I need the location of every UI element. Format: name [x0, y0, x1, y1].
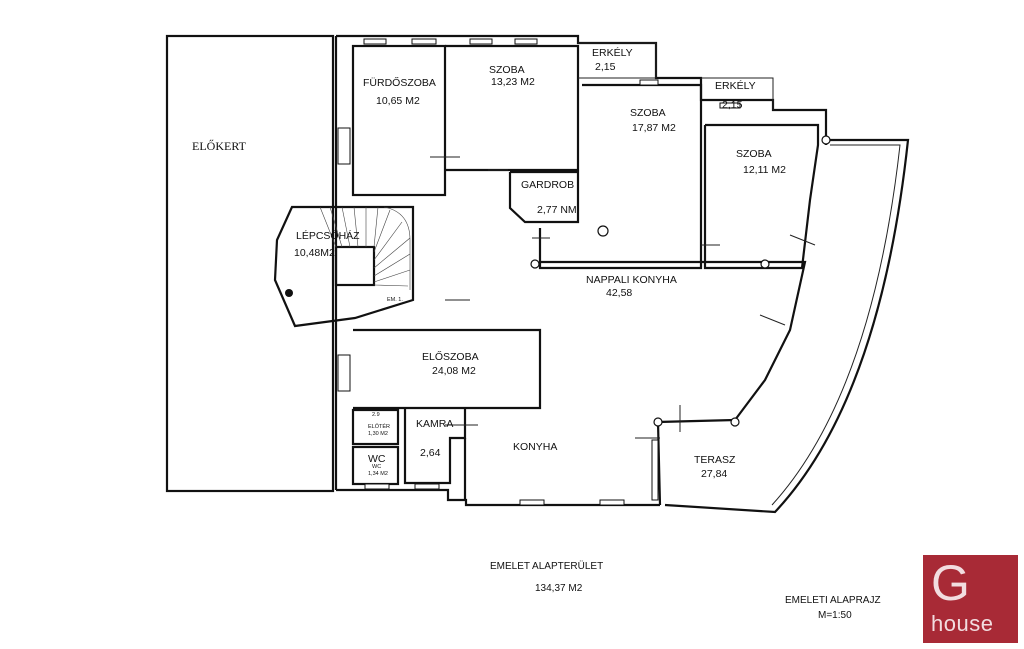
balcony2-outline — [701, 77, 774, 110]
area-room3: 12,11 M2 — [743, 164, 786, 176]
pantry-walls — [403, 408, 467, 485]
label-front-garden: ELŐKERT — [192, 139, 247, 153]
label-hall: ELŐSZOBA — [422, 349, 479, 363]
area-bathroom: 10,65 M2 — [376, 95, 420, 107]
staircase-outline — [273, 205, 415, 328]
area-wc: 1,34 M2 — [368, 471, 388, 477]
outer-wall-bottom — [336, 488, 660, 507]
label-room2: SZOBA — [630, 107, 666, 119]
area-room2: 17,87 M2 — [632, 122, 676, 134]
terrace-arc — [664, 138, 910, 514]
label-terrace: TERASZ — [694, 454, 736, 466]
door-marks — [430, 156, 816, 439]
label-living-kitchen: NAPPALI KONYHA — [586, 274, 677, 286]
living-room-walls — [540, 260, 807, 421]
label-anteroom-number: 2.9 — [372, 412, 380, 418]
area-staircase: 10,48M2 — [294, 247, 335, 259]
area-pantry: 2,64 — [420, 447, 441, 459]
g-house-logo[interactable]: G house — [923, 555, 1018, 643]
room1-walls — [445, 44, 580, 172]
logo-letter: G — [931, 555, 970, 611]
label-anteroom: ELŐTÉR — [368, 423, 390, 430]
logo-word: house — [931, 611, 994, 636]
label-room3: SZOBA — [736, 148, 772, 160]
anteroom-walls — [351, 408, 400, 446]
label-wc: WC — [368, 453, 386, 465]
area-terrace: 27,84 — [701, 468, 727, 480]
area-room1: 13,23 M2 — [491, 76, 535, 88]
stair-treads — [319, 206, 411, 290]
area-living-kitchen: 42,58 — [606, 287, 632, 299]
label-pantry: KAMRA — [416, 418, 453, 430]
area-balcony2: 2,15 — [722, 99, 743, 111]
hall-walls — [353, 328, 542, 410]
window-marks — [337, 38, 741, 506]
label-wc-sub: WC — [372, 464, 381, 470]
balcony1-outline — [578, 42, 657, 79]
label-kitchen: KONYHA — [513, 441, 557, 453]
label-staircase: LÉPCSŐHÁZ — [296, 228, 360, 242]
area-anteroom: 1,30 M2 — [368, 431, 388, 437]
plan-scale: M=1:50 — [818, 610, 852, 621]
label-room1: SZOBA — [489, 64, 525, 76]
area-hall: 24,08 M2 — [432, 365, 476, 377]
floor-area-value: 134,37 M2 — [535, 583, 583, 594]
label-wardrobe: GARDROB — [521, 179, 574, 191]
wardrobe-walls — [508, 170, 580, 224]
room2-walls — [538, 83, 703, 270]
label-bathroom: FÜRDŐSZOBA — [363, 75, 436, 89]
label-balcony2: ERKÉLY — [715, 79, 756, 92]
label-balcony1: ERKÉLY — [592, 46, 633, 59]
staircase-core — [334, 245, 376, 287]
front-garden-outline — [165, 34, 335, 493]
terrace-arc-inner — [771, 144, 901, 506]
label-em-mark: EM. 1. — [387, 297, 403, 303]
area-balcony1: 2,15 — [595, 61, 616, 73]
column-dots — [530, 135, 831, 427]
plan-title: EMELETI ALAPRAJZ — [785, 595, 881, 606]
stair-marker — [285, 289, 293, 297]
floor-area-title: EMELET ALAPTERÜLET — [490, 561, 604, 572]
room3-walls — [703, 123, 820, 270]
area-wardrobe: 2,77 NM — [537, 204, 577, 216]
bathroom-walls — [351, 44, 447, 197]
